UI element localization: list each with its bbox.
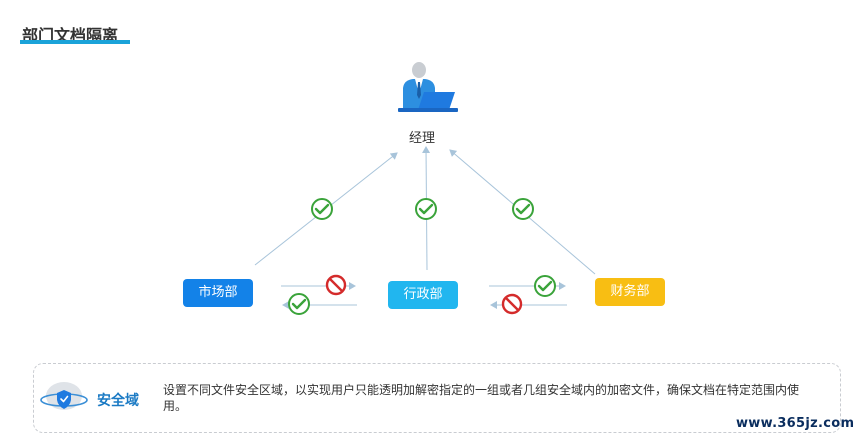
manager-label: 经理 [408,131,435,146]
denied-icon [325,274,347,296]
allowed-check-icon [512,198,534,220]
watermark: www.365jz.com [736,416,855,431]
denied-icon [501,293,523,315]
info-title: 安全域 [97,393,139,409]
allowed-check-icon [534,275,556,297]
info-description: 设置不同文件安全区域，以实现用户只能透明加解密指定的一组或者几组安全域内的加密文… [163,383,800,413]
allowed-check-icon [415,198,437,220]
manager-at-laptop-icon [398,62,458,112]
dept-finance: 财务部 [595,278,665,306]
dept-admin: 行政部 [388,281,458,309]
dept-marketing: 市场部 [183,279,253,307]
info-box [33,363,841,433]
allowed-check-icon [288,293,310,315]
allowed-check-icon [311,198,333,220]
security-domain-shield-icon [40,382,88,410]
title-underline [20,40,130,44]
